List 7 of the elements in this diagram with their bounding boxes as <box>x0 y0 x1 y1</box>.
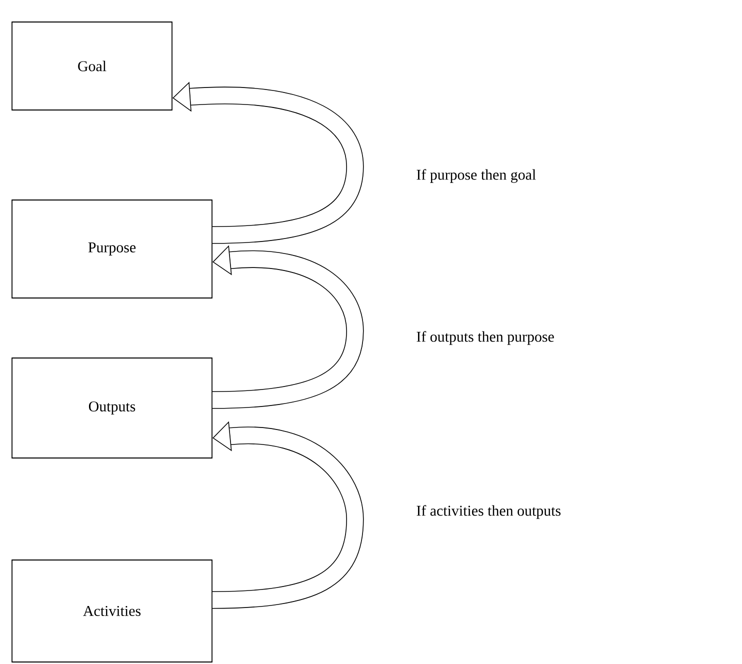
box: Outputs <box>12 358 212 458</box>
edge-label: If outputs then purpose <box>416 331 554 345</box>
box: Goal <box>12 22 172 110</box>
box: Activities <box>12 560 212 662</box>
edge-label: If activities then outputs <box>416 505 561 519</box>
edge-label: If purpose then goal <box>416 169 536 183</box>
box: Purpose <box>12 200 212 298</box>
